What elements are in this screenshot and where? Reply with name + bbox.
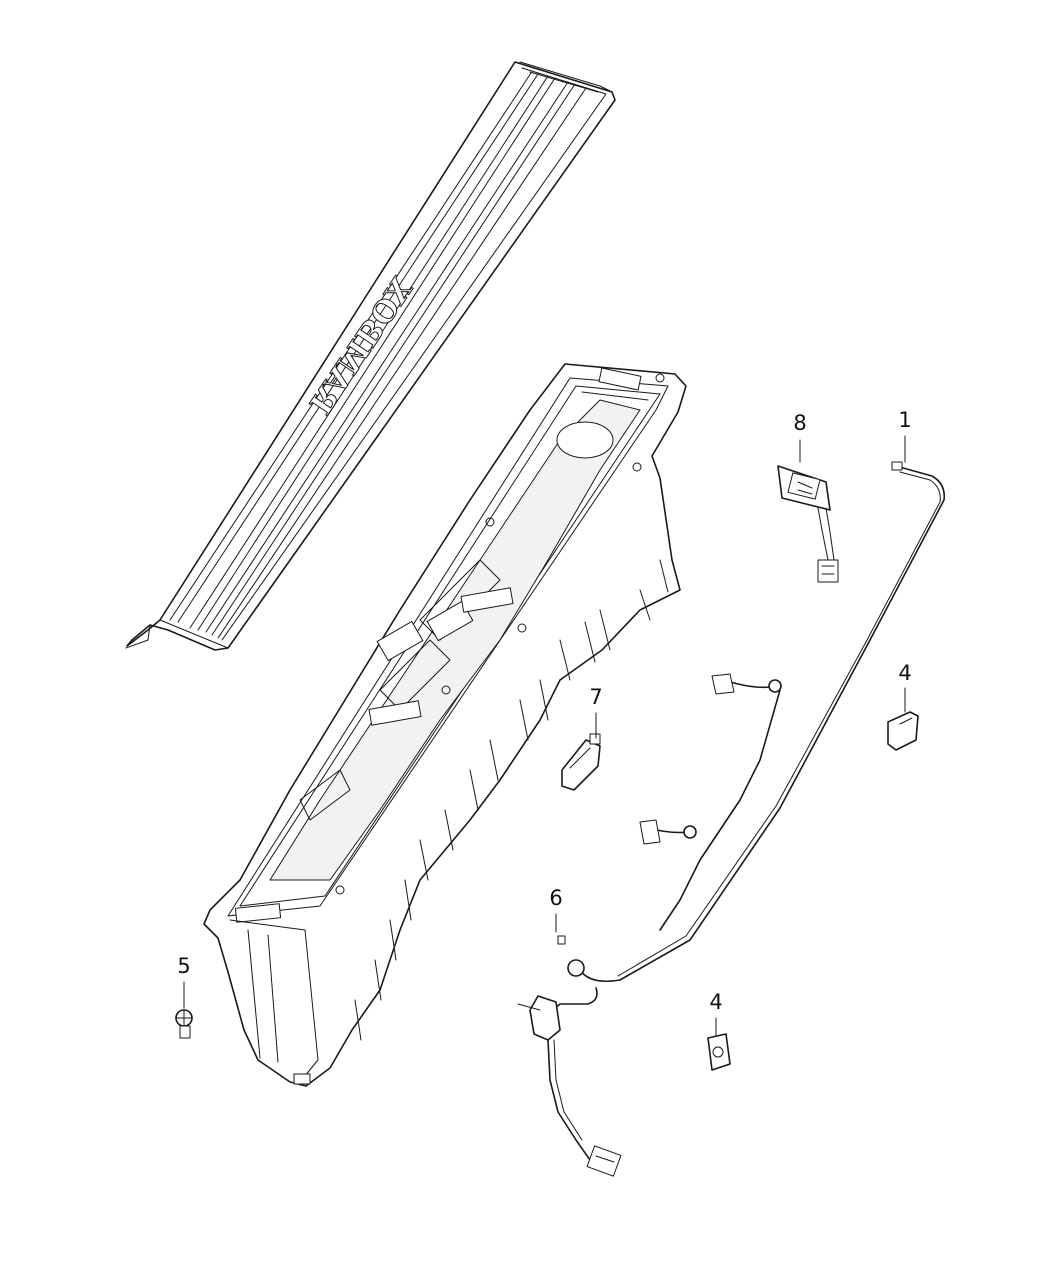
part-8-lamp [777, 465, 839, 583]
callout-1: 1 [898, 408, 912, 432]
part-4-upper-bezel [887, 711, 919, 751]
part-6-clip [557, 935, 566, 945]
callout-4-upper: 4 [898, 661, 912, 685]
leader-lines [183, 435, 906, 1037]
part-5-grommet [175, 1009, 193, 1039]
callout-7: 7 [589, 685, 603, 709]
part-4-lower-bezel [707, 1033, 731, 1071]
callout-5: 5 [177, 954, 191, 978]
rambox-bin [203, 363, 687, 1087]
part-1-wire-harness [517, 461, 946, 1177]
callout-6: 6 [549, 886, 563, 910]
part-7-switch [561, 733, 601, 791]
callout-8: 8 [793, 411, 807, 435]
callout-4-lower: 4 [709, 990, 723, 1014]
